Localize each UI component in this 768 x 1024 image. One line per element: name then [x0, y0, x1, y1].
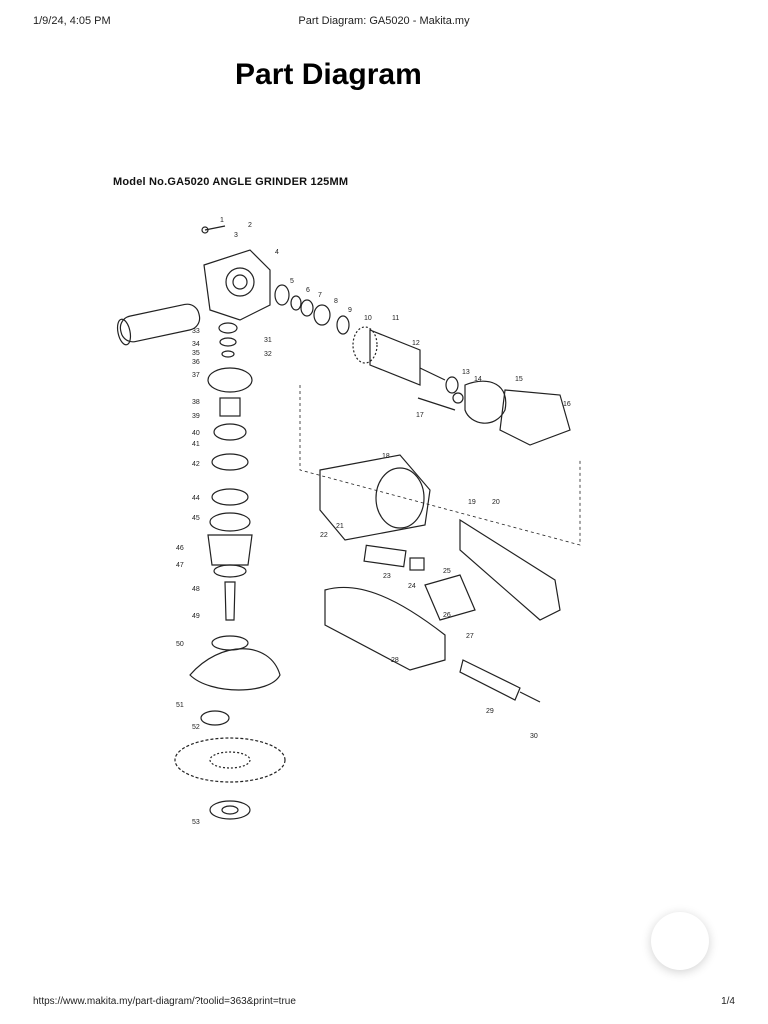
part-number-label: 50: [176, 641, 184, 648]
part-number-label: 35: [192, 350, 200, 357]
part-number-label: 19: [468, 499, 476, 506]
part-number-label: 34: [192, 341, 200, 348]
part-number-label: 36: [192, 359, 200, 366]
part-number-label: 44: [192, 495, 200, 502]
part-number-label: 42: [192, 461, 200, 468]
bearing-box-part: [207, 534, 253, 566]
part-number-label: 32: [264, 351, 272, 358]
wheel-guard-part: [189, 648, 281, 691]
part-number-label: 45: [192, 515, 200, 522]
part-number-label: 33: [192, 328, 200, 335]
part-number-label: 39: [192, 413, 200, 420]
side-handle-part: [119, 303, 201, 343]
part-number-label: 48: [192, 586, 200, 593]
print-datetime: 1/9/24, 4:05 PM: [33, 15, 111, 27]
part-number-label: 21: [336, 523, 344, 530]
part-number-label: 6: [306, 287, 310, 294]
part-number-label: 7: [318, 292, 322, 299]
lock-nut-part: [209, 800, 251, 820]
print-page-count: 1/4: [721, 996, 735, 1007]
part-number-label: 37: [192, 372, 200, 379]
gear-housing-part: [203, 249, 271, 321]
motor-housing-part: [319, 454, 431, 541]
part-number-label: 26: [443, 612, 451, 619]
part-number-label: 18: [382, 453, 390, 460]
part-number-label: 3: [234, 232, 238, 239]
part-number-label: 49: [192, 613, 200, 620]
part-number-label: 51: [176, 702, 184, 709]
spindle-part: [224, 581, 236, 621]
part-number-label: 22: [320, 532, 328, 539]
part-number-label: 46: [176, 545, 184, 552]
part-number-label: 20: [492, 499, 500, 506]
part-number-label: 24: [408, 583, 416, 590]
page-heading: Part Diagram: [235, 58, 422, 91]
model-caption: Model No.GA5020 ANGLE GRINDER 125MM: [113, 176, 349, 188]
part-number-label: 31: [264, 337, 272, 344]
print-url: https://www.makita.my/part-diagram/?tool…: [33, 996, 296, 1007]
part-number-label: 28: [391, 657, 399, 664]
part-number-label: 14: [474, 376, 482, 383]
rear-handle-part: [459, 518, 561, 621]
part-number-label: 30: [530, 733, 538, 740]
part-number-label: 10: [364, 315, 372, 322]
part-number-label: 38: [192, 399, 200, 406]
part-number-label: 25: [443, 568, 451, 575]
part-number-label: 12: [412, 340, 420, 347]
part-number-label: 1: [220, 217, 224, 224]
part-number-label: 27: [466, 633, 474, 640]
part-number-label: 8: [334, 298, 338, 305]
exploded-parts-diagram: Model No.GA5020 ANGLE GRINDER 125MM: [100, 170, 620, 835]
part-number-label: 41: [192, 441, 200, 448]
part-number-label: 15: [515, 376, 523, 383]
part-number-label: 40: [192, 430, 200, 437]
part-number-label: 52: [192, 724, 200, 731]
part-number-label: 53: [192, 819, 200, 826]
part-number-label: 47: [176, 562, 184, 569]
part-number-label: 13: [462, 369, 470, 376]
handle-housing-part: [324, 586, 446, 671]
bevel-gear-part: [207, 367, 253, 393]
part-number-label: 2: [248, 222, 252, 229]
part-number-label: 17: [416, 412, 424, 419]
grinding-wheel-part: [174, 737, 286, 783]
part-number-label: 9: [348, 307, 352, 314]
print-page-title: Part Diagram: GA5020 - Makita.my: [298, 15, 470, 27]
cord-guard-part: [459, 659, 521, 701]
part-number-label: 11: [392, 315, 399, 322]
part-number-label: 23: [383, 573, 391, 580]
motor-cover-part: [499, 389, 571, 446]
part-number-label: 4: [275, 249, 279, 256]
part-number-label: 29: [486, 708, 494, 715]
floating-action-button[interactable]: [651, 912, 709, 970]
part-number-label: 16: [563, 401, 571, 408]
armature-part: [369, 329, 421, 386]
part-number-label: 5: [290, 278, 294, 285]
